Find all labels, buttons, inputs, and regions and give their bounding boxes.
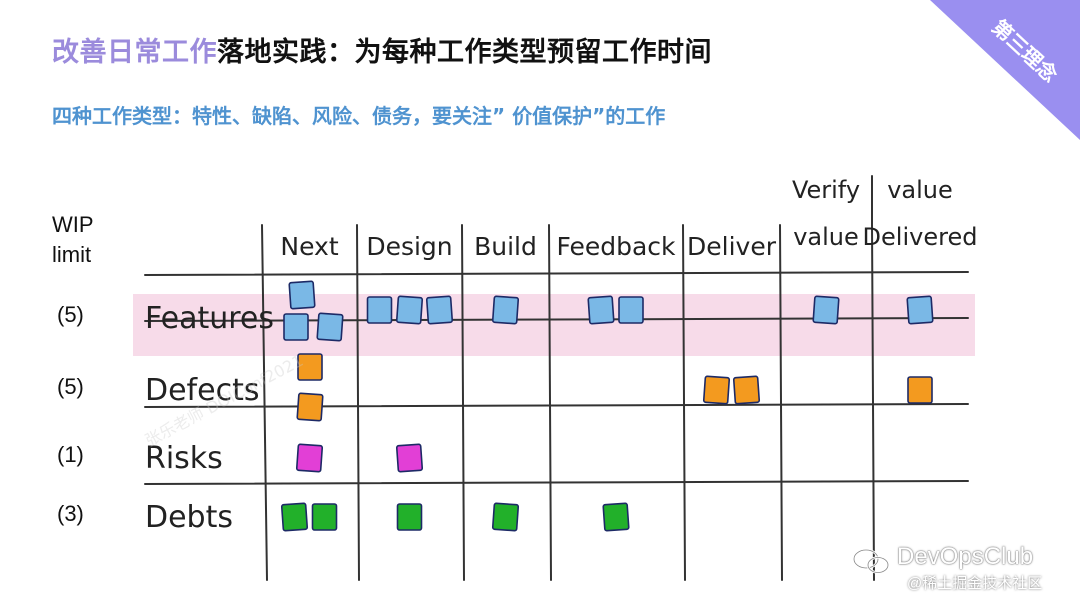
work-card xyxy=(296,392,324,422)
work-card xyxy=(702,375,731,405)
board-column-line xyxy=(261,224,268,581)
watermark-brand: DevOpsClub xyxy=(897,543,1034,570)
work-card xyxy=(491,295,520,325)
column-header: Verify xyxy=(792,176,860,204)
board-column-line xyxy=(548,224,552,581)
row-wip-limit: (3) xyxy=(57,501,84,526)
work-card xyxy=(316,312,344,342)
row-wip-limit: (5) xyxy=(57,374,84,399)
row-label: Defects xyxy=(145,373,259,408)
work-card xyxy=(295,443,324,473)
work-card xyxy=(602,502,630,532)
row-wip-limit: (1) xyxy=(57,442,84,467)
slide-subtitle: 四种工作类型：特性、缺陷、风险、债务，要关注” 价值保护”的工作 xyxy=(52,104,666,128)
column-header: Feedback xyxy=(556,232,676,261)
work-card xyxy=(311,503,338,531)
board-row-line xyxy=(144,403,969,408)
wip-header-line1: WIP xyxy=(52,212,94,237)
work-card xyxy=(288,280,316,310)
row-wip-limit: (5) xyxy=(57,302,84,327)
slide-title-rest: 落地实践：为每种工作类型预留工作时间 xyxy=(217,37,712,68)
work-card xyxy=(366,296,393,324)
wechat-icon xyxy=(852,548,890,574)
column-header: value xyxy=(793,223,859,251)
work-card xyxy=(280,502,309,532)
work-card xyxy=(906,295,934,325)
board-column-line xyxy=(779,224,783,581)
row-label: Debts xyxy=(145,500,233,535)
watermark-site: @稀土掘金技术社区 xyxy=(907,575,1043,592)
board-column-line xyxy=(871,224,875,581)
board-column-line xyxy=(461,224,465,581)
work-card xyxy=(491,502,520,532)
corner-badge: 第三理念 xyxy=(930,0,1080,140)
row-label: Features xyxy=(145,301,274,336)
slide-title: 改善日常工作落地实践：为每种工作类型预留工作时间 xyxy=(52,30,712,69)
work-card xyxy=(297,353,323,381)
work-card xyxy=(395,295,424,325)
row-label: Risks xyxy=(145,441,223,476)
work-card xyxy=(732,375,761,405)
column-header: Design xyxy=(366,232,452,261)
board-row-line xyxy=(144,271,969,276)
work-card xyxy=(812,295,840,325)
work-card xyxy=(587,295,615,325)
work-card xyxy=(907,376,933,404)
work-card xyxy=(395,443,424,473)
column-header: Deliver xyxy=(687,232,777,261)
work-card xyxy=(396,503,423,531)
wip-header-line2: limit xyxy=(52,242,92,267)
work-card xyxy=(283,313,309,341)
slide-title-highlight: 改善日常工作 xyxy=(52,37,217,68)
board-row-line xyxy=(144,480,969,485)
column-header: Next xyxy=(280,232,338,261)
work-card xyxy=(425,295,454,325)
column-header: Build xyxy=(474,232,537,261)
board-column-line xyxy=(356,224,360,581)
column-header: Delivered xyxy=(863,223,978,251)
board-column-line xyxy=(682,224,686,581)
work-card xyxy=(618,296,644,324)
column-header: value xyxy=(887,176,953,204)
